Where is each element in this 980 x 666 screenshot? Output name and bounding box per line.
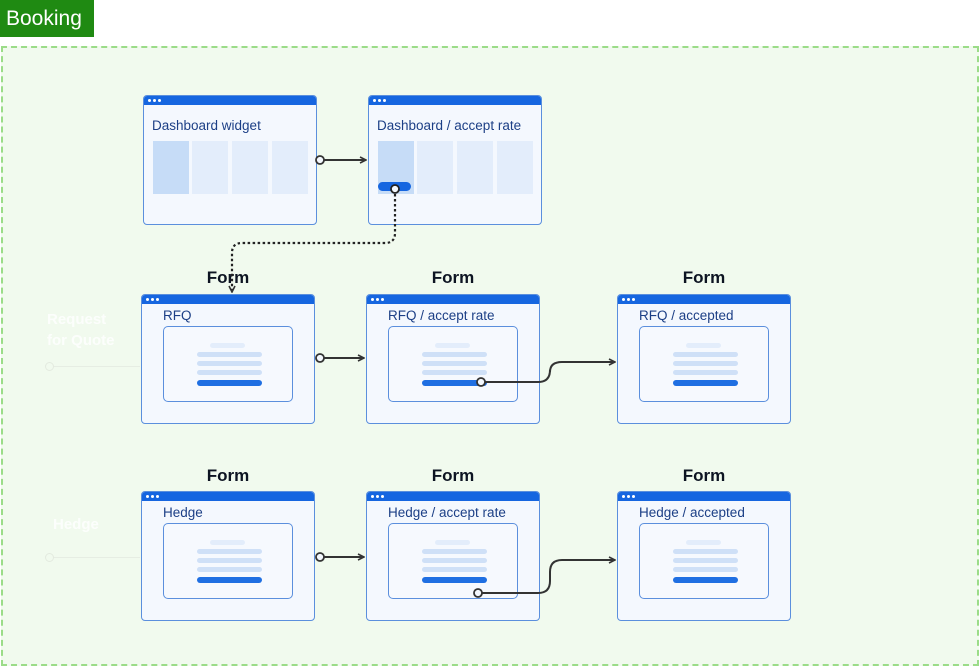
form-card [388,326,518,402]
form-line [422,558,487,563]
connector-dashboard-to-rfq [232,184,400,292]
form-card [163,523,293,599]
widget-column [497,141,533,194]
form-line [422,352,487,357]
window-titlebar [618,295,790,304]
connector-dashboard-widget-to-accept-rate [315,155,366,165]
form-submit-bar [673,577,738,583]
form-submit-bar [197,380,262,386]
form-line [673,370,738,375]
form-card [639,523,769,599]
form-line [422,361,487,366]
window-rfq-accept-rate[interactable]: RFQ / accept rate [366,294,540,424]
window-title: Dashboard / accept rate [377,118,522,133]
connector-hedge-accept-rate-to-hedge-accepted [473,560,615,598]
form-label-hedge-accept-rate: Form [431,466,475,485]
form-line [422,549,487,554]
window-title: Hedge [163,505,203,520]
window-hedge-accepted[interactable]: Hedge / accepted [617,491,791,621]
form-line [686,540,721,545]
form-line [210,343,245,348]
form-line [686,343,721,348]
lane-label-rfq: Request for Quote [47,311,115,349]
form-line [197,558,262,563]
widget-column [457,141,493,194]
window-rfq[interactable]: RFQ [141,294,315,424]
form-label-rfq: Form [206,268,250,287]
form-line [422,567,487,572]
widget-column [153,141,189,194]
lane-dot-rfq [45,362,54,371]
lane-dot-hedge [45,553,54,562]
window-titlebar [142,295,314,304]
form-line [197,567,262,572]
form-line [673,567,738,572]
window-title: Dashboard widget [152,118,261,133]
lane-line-rfq [50,366,140,367]
form-line [673,361,738,366]
window-hedge[interactable]: Hedge [141,491,315,621]
form-line [197,549,262,554]
form-line [197,361,262,366]
window-titlebar [618,492,790,501]
form-line [435,540,470,545]
widget-column [417,141,453,194]
window-dashboard-widget[interactable]: Dashboard widget [143,95,317,225]
form-line [210,540,245,545]
form-card [163,326,293,402]
window-rfq-accepted[interactable]: RFQ / accepted [617,294,791,424]
lane-line-hedge [50,557,140,558]
form-line [673,549,738,554]
form-card [639,326,769,402]
form-card [388,523,518,599]
window-title: RFQ [163,308,192,323]
connector-hedge-to-hedge-accept-rate [315,552,364,562]
connector-rfq-accept-rate-to-rfq-accepted [476,362,615,387]
window-title: RFQ / accept rate [388,308,495,323]
form-label-rfq-accepted: Form [682,268,726,287]
window-titlebar [367,295,539,304]
window-titlebar [369,96,541,105]
form-label-rfq-accept-rate: Form [431,268,475,287]
window-title: Hedge / accepted [639,505,745,520]
form-submit-bar[interactable] [422,380,487,386]
form-line [673,558,738,563]
form-submit-bar[interactable] [422,577,487,583]
widget-column [232,141,268,194]
form-submit-bar [197,577,262,583]
widget-column [192,141,228,194]
form-line [435,343,470,348]
form-label-hedge: Form [206,466,250,485]
form-line [422,370,487,375]
window-title: Hedge / accept rate [388,505,506,520]
window-titlebar [367,492,539,501]
form-line [673,352,738,357]
connector-rfq-to-rfq-accept-rate [315,353,364,363]
window-hedge-accept-rate[interactable]: Hedge / accept rate [366,491,540,621]
form-submit-bar [673,380,738,386]
form-label-hedge-accepted: Form [682,466,726,485]
lane-label-hedge: Hedge [53,516,99,533]
window-titlebar [142,492,314,501]
widget-column [272,141,308,194]
booking-label: Booking [0,0,94,37]
form-line [197,370,262,375]
window-dashboard-accept-rate[interactable]: Dashboard / accept rate [368,95,542,225]
window-titlebar [144,96,316,105]
form-line [197,352,262,357]
window-title: RFQ / accepted [639,308,734,323]
